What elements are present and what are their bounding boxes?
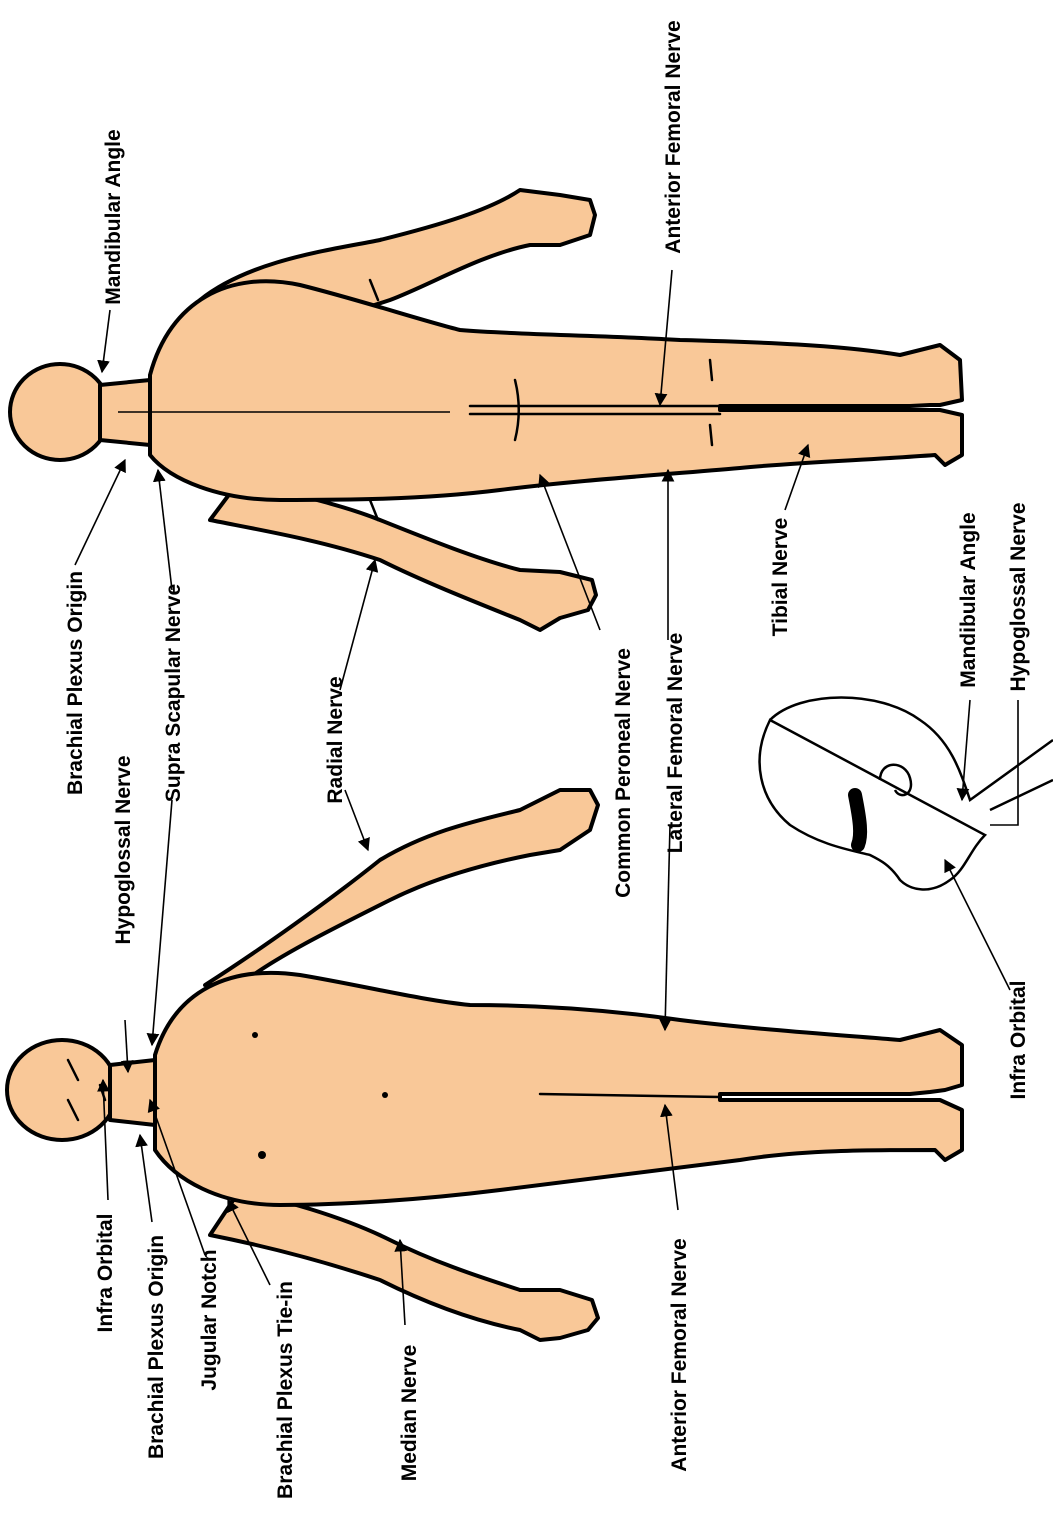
label-infra-orbital-front: Infra Orbital	[94, 1213, 117, 1332]
label-tibial: Tibial Nerve	[769, 518, 792, 637]
label-common-peroneal: Common Peroneal Nerve	[612, 648, 635, 898]
label-anterior-femoral-back: Anterior Femoral Nerve	[662, 20, 685, 253]
label-mandibular-angle-head: Mandibular Angle	[957, 512, 980, 687]
label-brachial-plexus-tiein: Brachial Plexus Tie-in	[274, 1281, 297, 1499]
label-infra-orbital-head: Infra Orbital	[1007, 980, 1030, 1099]
label-hypoglossal-front: Hypoglossal Nerve	[112, 755, 135, 944]
label-jugular-notch: Jugular Notch	[198, 1249, 221, 1390]
label-median: Median Nerve	[398, 1345, 421, 1482]
label-supra-scapular: Supra Scapular Nerve	[162, 584, 185, 802]
back-view-figure	[10, 190, 962, 630]
label-hypoglossal-head: Hypoglossal Nerve	[1007, 502, 1030, 691]
head-profile	[760, 698, 1053, 890]
label-brachial-plexus-origin-front: Brachial Plexus Origin	[145, 1235, 168, 1459]
label-mandibular-angle-back: Mandibular Angle	[102, 129, 125, 304]
label-lateral-femoral: Lateral Femoral Nerve	[664, 633, 687, 854]
label-radial: Radial Nerve	[324, 676, 347, 803]
label-brachial-plexus-origin-back: Brachial Plexus Origin	[64, 571, 87, 795]
label-anterior-femoral-front: Anterior Femoral Nerve	[668, 1238, 691, 1471]
